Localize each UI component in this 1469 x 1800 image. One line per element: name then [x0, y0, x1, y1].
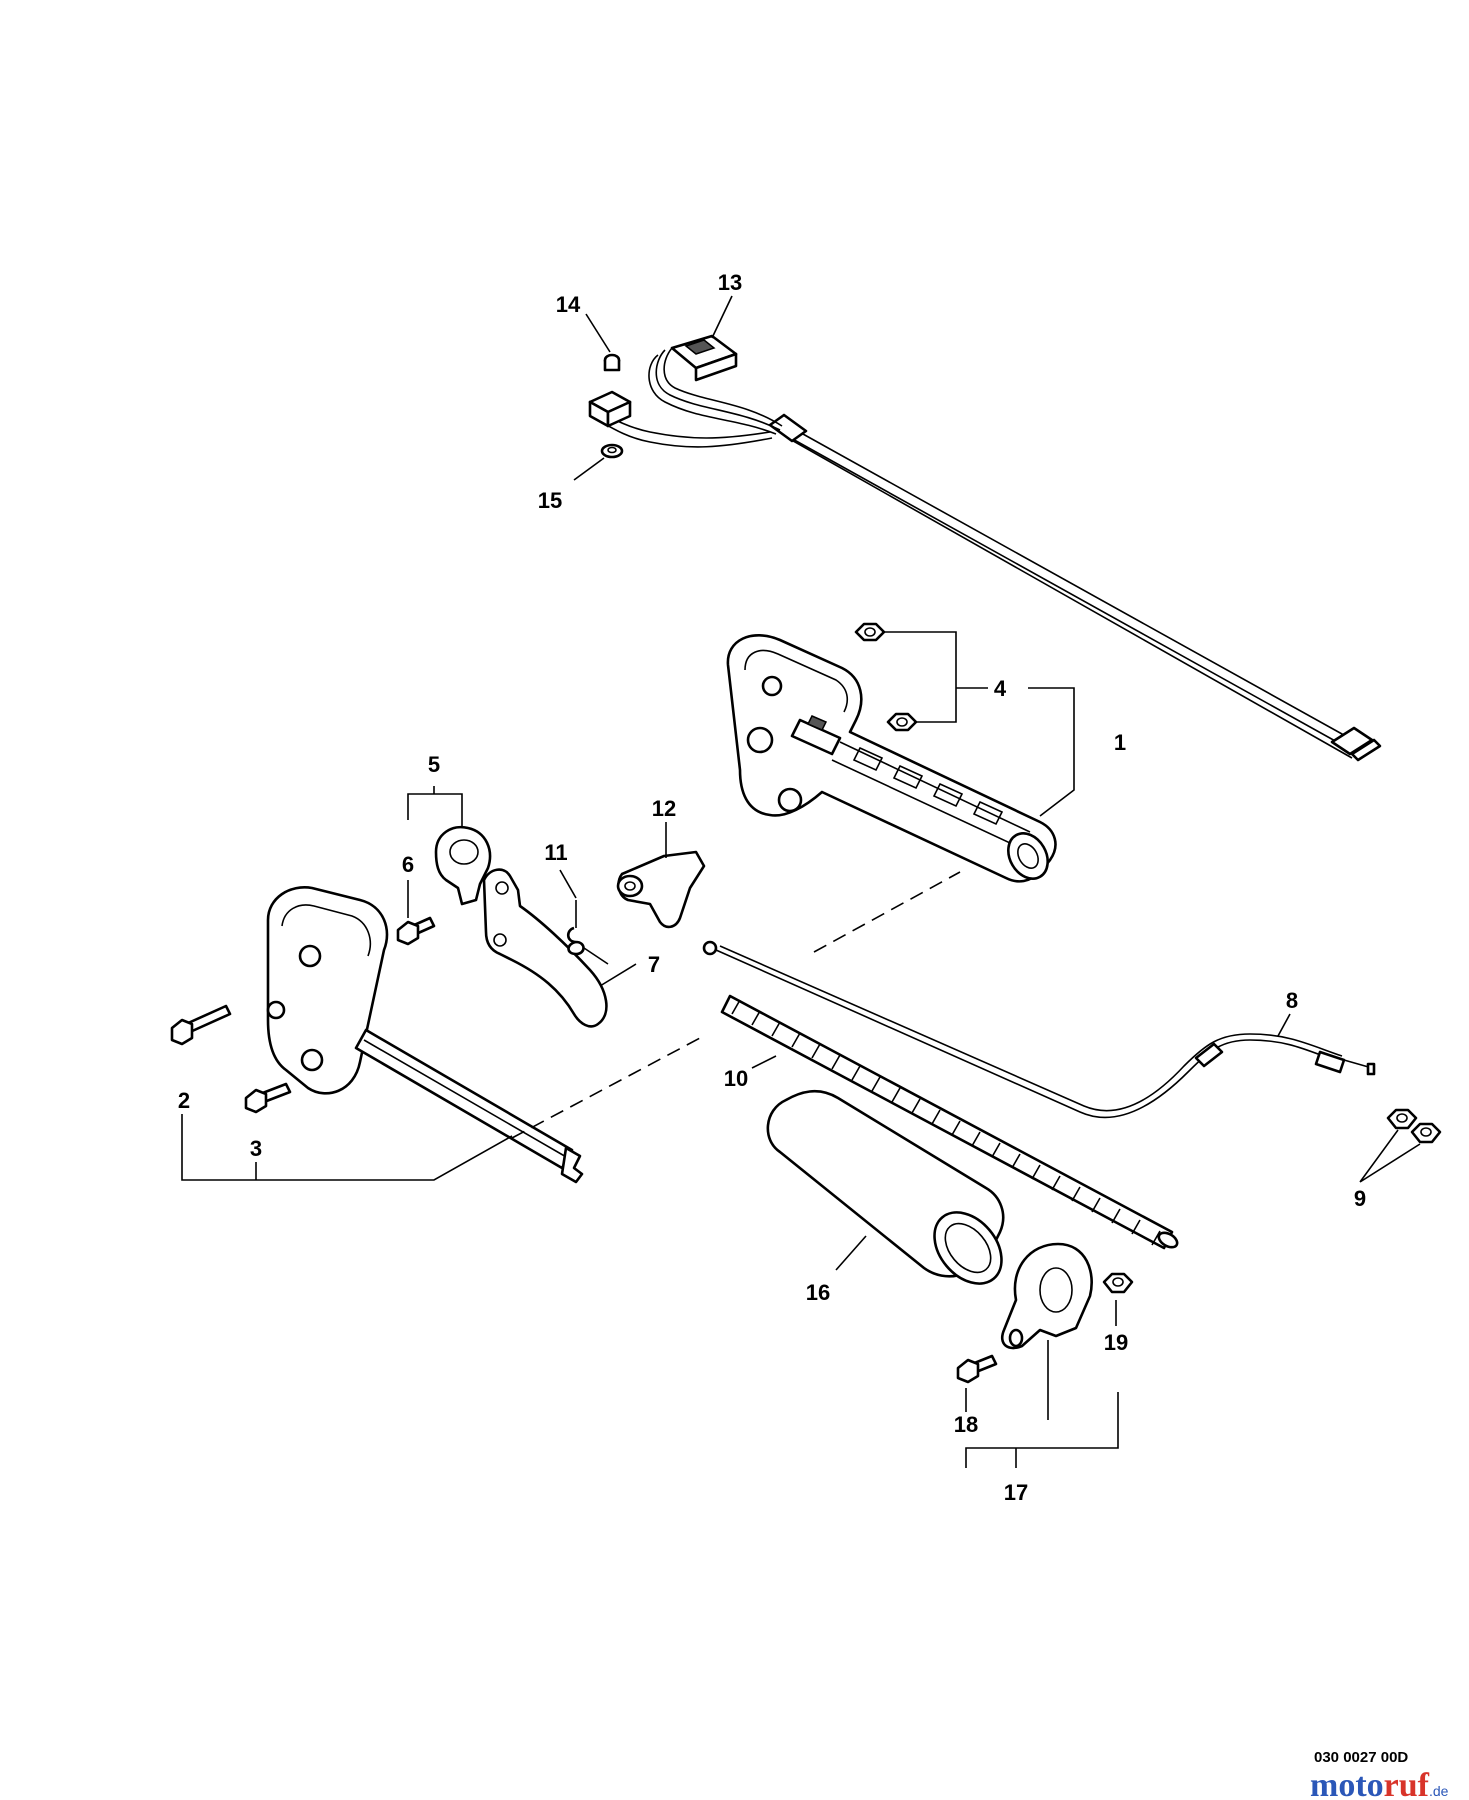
callout-7: 7	[648, 952, 660, 977]
callout-17: 17	[1004, 1480, 1028, 1505]
callout-5: 5	[428, 752, 440, 777]
watermark-logo: motoruf.de	[1310, 1767, 1449, 1800]
callout-11: 11	[544, 840, 567, 865]
screw-part-14	[603, 353, 621, 372]
switch-wire-harness	[588, 334, 1382, 762]
throttle-cable-part-8	[702, 940, 1376, 1119]
callout-8: 8	[1286, 988, 1298, 1013]
callout-1: 1	[1114, 730, 1126, 755]
nut-part-9-a	[1386, 1108, 1418, 1130]
callout-labels: 13 14 15 4 1 5 12 11 6 7 8 10 2 3 9 16 1…	[178, 270, 1366, 1505]
bolt-part-18	[956, 1354, 998, 1384]
nut-part-19	[1102, 1272, 1134, 1294]
handle-base-part-2	[266, 886, 584, 1184]
callout-12: 12	[652, 796, 676, 821]
nut-part-4-a	[854, 622, 886, 642]
clamp-part-17	[1001, 1242, 1093, 1350]
spiral-tube-part-10	[720, 994, 1179, 1250]
clamp-part-5	[434, 825, 492, 906]
callout-18: 18	[954, 1412, 978, 1437]
svg-text:motoruf.de: motoruf.de	[1310, 1767, 1449, 1800]
callout-16: 16	[806, 1280, 830, 1305]
callout-3: 3	[250, 1136, 262, 1161]
callout-10: 10	[724, 1066, 748, 1091]
callout-19: 19	[1104, 1330, 1128, 1355]
callout-2: 2	[178, 1088, 190, 1113]
callout-14: 14	[556, 292, 581, 317]
watermark-part2: ruf	[1384, 1767, 1430, 1800]
callout-13: 13	[718, 270, 742, 295]
screw-part-6	[396, 916, 436, 946]
nut-part-4-b	[886, 712, 918, 732]
callout-15: 15	[538, 488, 562, 513]
callout-6: 6	[402, 852, 414, 877]
lever-part-12	[616, 850, 706, 929]
callout-4: 4	[994, 676, 1007, 701]
drawing-code: 030 0027 00D	[1314, 1749, 1408, 1766]
leader-lines	[181, 295, 1421, 1468]
bolt-part-3	[244, 1082, 292, 1114]
nut-part-9-b	[1410, 1122, 1442, 1144]
nut-part-15	[600, 443, 624, 459]
grip-sleeve-part-16	[766, 1089, 1005, 1285]
bolt-part-2	[170, 1004, 232, 1046]
watermark-suffix: .de	[1429, 1783, 1449, 1799]
throttle-trigger-part-7	[482, 868, 608, 1028]
watermark-part1: moto	[1310, 1767, 1384, 1800]
spring-part-11	[566, 900, 609, 965]
callout-9: 9	[1354, 1186, 1366, 1211]
handle-housing-part-1	[726, 634, 1057, 883]
